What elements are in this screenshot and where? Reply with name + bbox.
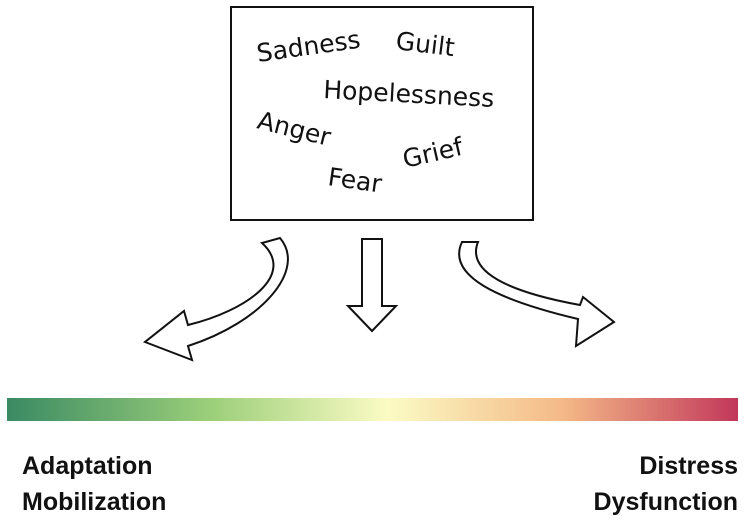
arrow-down-icon: [345, 238, 399, 333]
curved-arrow-right-icon: [458, 241, 616, 348]
emotions-box: [230, 6, 534, 221]
curved-arrow-left-icon: [143, 236, 289, 362]
label-dysfunction: Dysfunction: [593, 488, 738, 516]
label-mobilization: Mobilization: [22, 488, 167, 516]
label-adaptation: Adaptation: [22, 452, 153, 480]
label-distress: Distress: [639, 452, 738, 480]
spectrum-gradient-bar: [7, 398, 738, 421]
emotion-guilt: Guilt: [394, 26, 456, 62]
